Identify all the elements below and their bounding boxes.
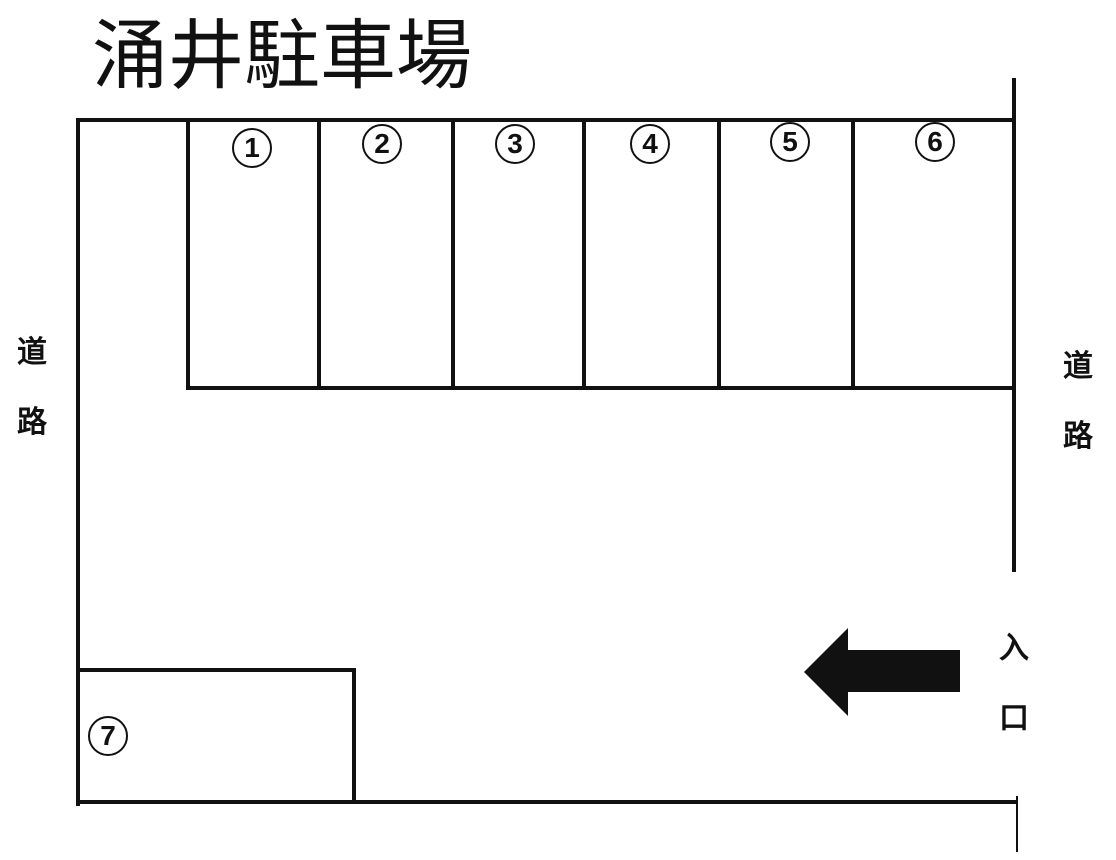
road-label-right-char-1: 道 <box>1063 349 1093 384</box>
arrow-left-icon <box>804 628 960 716</box>
stall-divider <box>851 118 855 390</box>
space-7-top <box>80 668 356 672</box>
lot-top-border <box>76 118 1016 122</box>
parking-space-4-number: 4 <box>630 124 670 164</box>
stall-divider <box>451 118 455 390</box>
parking-space-2-number: 2 <box>362 124 402 164</box>
entrance-label-char-2: 口 <box>999 701 1029 736</box>
stall-divider <box>717 118 721 390</box>
entrance-label-char-1: 入 <box>999 631 1029 666</box>
entrance-label: 入 口 <box>994 614 1034 754</box>
lot-right-border <box>1012 78 1016 572</box>
lot-right-lower-stub <box>1016 796 1018 852</box>
stall-row-bottom-line <box>186 386 1016 390</box>
lot-left-border <box>76 118 80 806</box>
road-label-right-char-2: 路 <box>1063 419 1093 454</box>
stall-divider <box>186 118 190 390</box>
road-label-left-char-2: 路 <box>17 405 47 440</box>
road-label-left: 道 路 <box>12 318 52 458</box>
parking-space-5-number: 5 <box>770 122 810 162</box>
page-title: 涌井駐車場 <box>92 11 472 100</box>
stall-divider <box>317 118 321 390</box>
parking-space-7-number: 7 <box>88 716 128 756</box>
parking-space-1-number: 1 <box>232 128 272 168</box>
road-label-left-char-1: 道 <box>17 335 47 370</box>
parking-space-6-number: 6 <box>915 122 955 162</box>
stall-divider <box>582 118 586 390</box>
parking-space-3-number: 3 <box>495 124 535 164</box>
space-7-right <box>352 668 356 804</box>
road-label-right: 道 路 <box>1058 332 1098 472</box>
lot-bottom-border <box>80 800 1018 804</box>
